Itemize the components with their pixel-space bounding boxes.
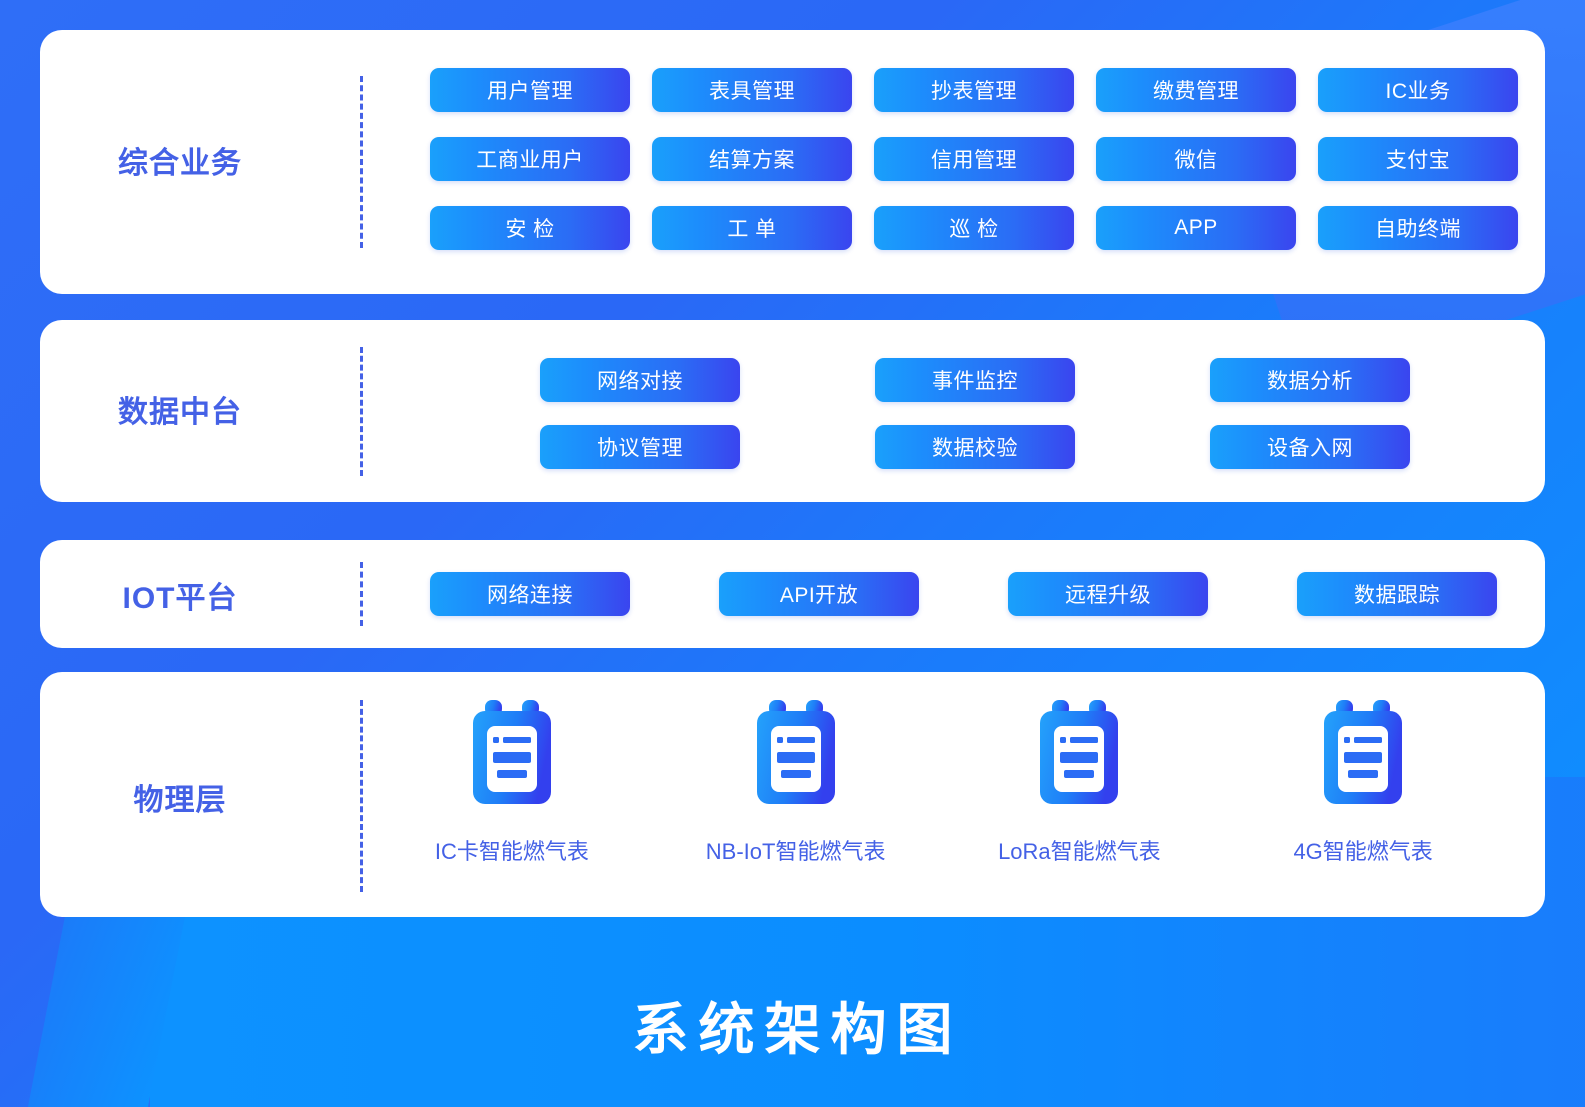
layer-label-iot-platform: IOT平台 bbox=[122, 582, 238, 615]
data-midend-chip-grid: 网络对接 事件监控 数据分析 协议管理 数据校验 设备入网 bbox=[540, 358, 1410, 469]
gas-meter-icon bbox=[1318, 698, 1408, 806]
layer-panel-iot-platform: IOT平台 网络连接 API开放 远程升级 数据跟踪 bbox=[40, 540, 1545, 648]
layer-panel-data-midend: 数据中台 网络对接 事件监控 数据分析 协议管理 数据校验 设备入网 bbox=[40, 320, 1545, 502]
chip-data-tracking[interactable]: 数据跟踪 bbox=[1297, 572, 1497, 616]
chip-app[interactable]: APP bbox=[1096, 206, 1296, 250]
chip-wechat[interactable]: 微信 bbox=[1096, 137, 1296, 181]
device-ic-card-meter[interactable]: IC卡智能燃气表 bbox=[370, 698, 654, 866]
chip-payment-management[interactable]: 缴费管理 bbox=[1096, 68, 1296, 112]
chip-work-order[interactable]: 工 单 bbox=[652, 206, 852, 250]
chip-data-analysis[interactable]: 数据分析 bbox=[1210, 358, 1410, 402]
chip-alipay[interactable]: 支付宝 bbox=[1318, 137, 1518, 181]
chip-settlement-plan[interactable]: 结算方案 bbox=[652, 137, 852, 181]
chip-network-docking[interactable]: 网络对接 bbox=[540, 358, 740, 402]
layer-panel-business: 综合业务 用户管理 表具管理 抄表管理 缴费管理 IC业务 工商业用户 结算方案… bbox=[40, 30, 1545, 294]
chip-network-connection[interactable]: 网络连接 bbox=[430, 572, 630, 616]
chip-patrol-inspection[interactable]: 巡 检 bbox=[874, 206, 1074, 250]
vertical-dashed-divider-icon bbox=[360, 76, 363, 248]
chip-data-verification[interactable]: 数据校验 bbox=[875, 425, 1075, 469]
gas-meter-icon bbox=[1034, 698, 1124, 806]
vertical-dashed-divider-icon bbox=[360, 700, 363, 892]
chip-event-monitoring[interactable]: 事件监控 bbox=[875, 358, 1075, 402]
chip-self-service-terminal[interactable]: 自助终端 bbox=[1318, 206, 1518, 250]
chip-commercial-users[interactable]: 工商业用户 bbox=[430, 137, 630, 181]
device-lora-meter[interactable]: LoRa智能燃气表 bbox=[938, 698, 1222, 866]
device-label: 4G智能燃气表 bbox=[1293, 839, 1433, 864]
chip-remote-upgrade[interactable]: 远程升级 bbox=[1008, 572, 1208, 616]
gas-meter-icon bbox=[751, 698, 841, 806]
chip-device-onboarding[interactable]: 设备入网 bbox=[1210, 425, 1410, 469]
chip-reading-management[interactable]: 抄表管理 bbox=[874, 68, 1074, 112]
layer-label-business: 综合业务 bbox=[118, 147, 242, 180]
device-label: LoRa智能燃气表 bbox=[998, 839, 1161, 864]
device-nbiot-meter[interactable]: NB-IoT智能燃气表 bbox=[654, 698, 938, 866]
chip-user-management[interactable]: 用户管理 bbox=[430, 68, 630, 112]
chip-credit-management[interactable]: 信用管理 bbox=[874, 137, 1074, 181]
chip-safety-inspection[interactable]: 安 检 bbox=[430, 206, 630, 250]
chip-ic-business[interactable]: IC业务 bbox=[1318, 68, 1518, 112]
vertical-dashed-divider-icon bbox=[360, 562, 363, 626]
chip-api-open[interactable]: API开放 bbox=[719, 572, 919, 616]
chip-protocol-management[interactable]: 协议管理 bbox=[540, 425, 740, 469]
business-chip-grid: 用户管理 表具管理 抄表管理 缴费管理 IC业务 工商业用户 结算方案 信用管理… bbox=[430, 68, 1518, 250]
device-label: IC卡智能燃气表 bbox=[434, 839, 589, 864]
layer-panel-physical: 物理层 bbox=[40, 672, 1545, 917]
physical-device-row: IC卡智能燃气表 bbox=[370, 698, 1505, 866]
iot-chip-row: 网络连接 API开放 远程升级 数据跟踪 bbox=[430, 572, 1497, 616]
layer-label-physical: 物理层 bbox=[133, 784, 227, 817]
diagram-title: 系统架构图 bbox=[632, 998, 963, 1061]
device-4g-meter[interactable]: 4G智能燃气表 bbox=[1221, 698, 1505, 866]
vertical-dashed-divider-icon bbox=[360, 347, 363, 476]
gas-meter-icon bbox=[467, 698, 557, 806]
device-label: NB-IoT智能燃气表 bbox=[705, 839, 886, 864]
chip-meter-management[interactable]: 表具管理 bbox=[652, 68, 852, 112]
layer-label-data-midend: 数据中台 bbox=[118, 396, 242, 429]
